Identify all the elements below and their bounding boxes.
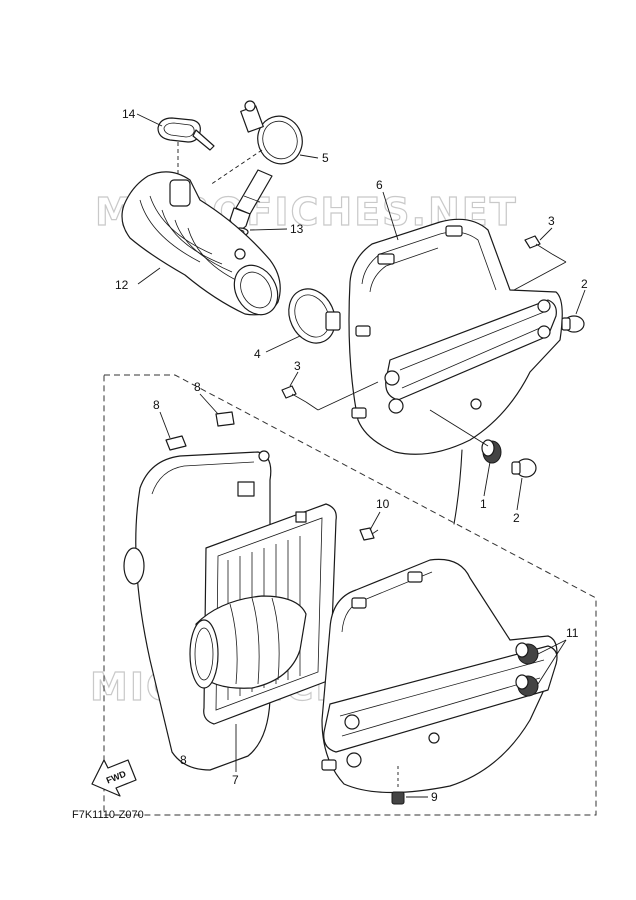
callout-2-upper: 2 [581, 277, 588, 291]
part-2-cap-lower [511, 458, 537, 478]
callout-13: 13 [290, 222, 304, 236]
part-10-screw [359, 527, 379, 541]
callout-4: 4 [254, 347, 261, 361]
callout-2-lower: 2 [513, 511, 520, 525]
fwd-arrow-icon: FWD [91, 759, 137, 797]
part-14-band [157, 117, 215, 151]
callout-14: 14 [122, 107, 136, 121]
assembly-boundary [103, 374, 597, 816]
breather-hose [229, 169, 273, 231]
part-12-intake-duct [121, 171, 281, 316]
part-8-clip-a [165, 435, 187, 451]
callout-1: 1 [480, 497, 487, 511]
part-2-cap-upper [561, 315, 585, 333]
part-1-grommet [481, 439, 502, 464]
callout-6: 6 [376, 178, 383, 192]
callout-12: 12 [115, 278, 129, 292]
part-3-screw-upper [524, 235, 553, 255]
callout-11: 11 [566, 626, 579, 640]
part-6-cover [348, 218, 563, 455]
drain-tube [453, 449, 463, 525]
callout-8-left: 8 [153, 398, 160, 412]
part-11-grommets [515, 642, 539, 697]
callout-9: 9 [431, 790, 438, 804]
air-cleaner-front-case [321, 558, 558, 794]
callout-7: 7 [232, 773, 239, 787]
part-5-clamp [240, 100, 303, 165]
callout-3-lower: 3 [294, 359, 301, 373]
part-4-clamp [288, 288, 341, 344]
figure-code: F7K1110-Z070 [72, 809, 144, 821]
callout-10: 10 [376, 497, 390, 511]
callout-8-top: 8 [194, 380, 201, 394]
part-8-clip-b [215, 411, 235, 427]
callout-5: 5 [322, 151, 329, 165]
callout-8-bottom: 8 [180, 753, 187, 767]
part-9-drain-plug [391, 766, 405, 805]
part-3-screw-lower [281, 385, 307, 403]
callout-3-upper: 3 [548, 214, 555, 228]
inner-duct [189, 595, 307, 689]
